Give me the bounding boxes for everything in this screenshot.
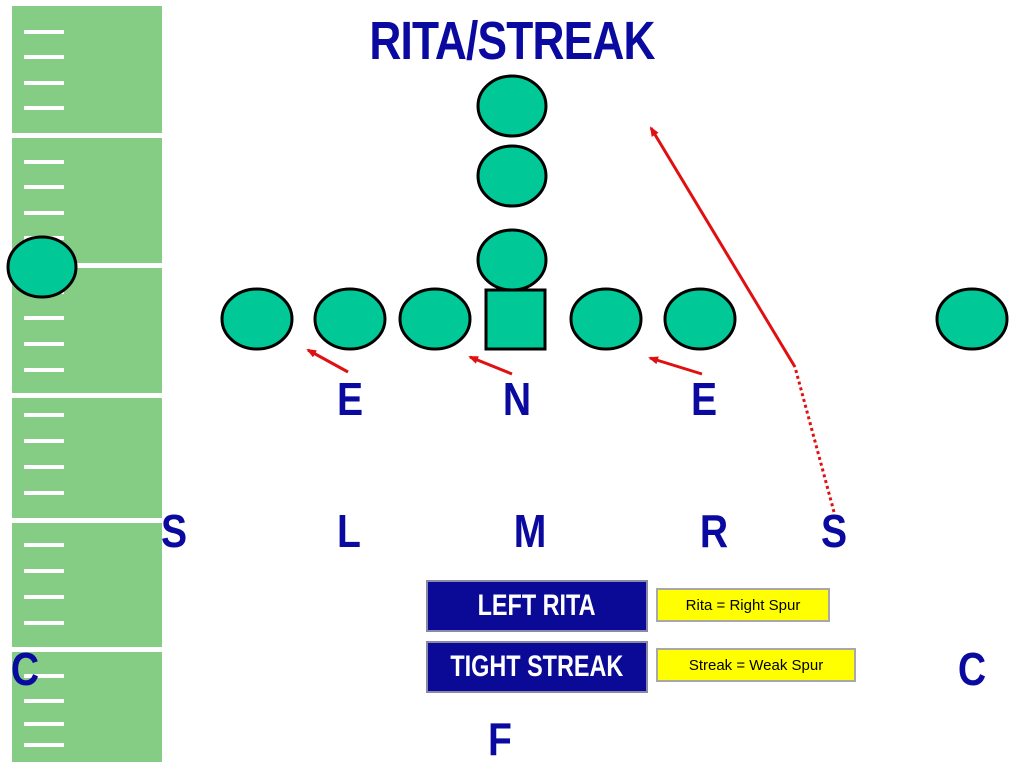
offense-player: [398, 287, 472, 351]
center-player: [484, 288, 547, 351]
offense-player: [663, 287, 737, 351]
defense-right-end: E: [690, 373, 718, 425]
left-end-slant-arrow: [306, 348, 349, 374]
defense-middle-backer: M: [513, 505, 547, 557]
offense-player: [935, 287, 1009, 351]
defense-right-corner: C: [957, 643, 987, 695]
defense-nose: N: [502, 373, 532, 425]
defense-left-backer: L: [337, 505, 361, 557]
offense-player: [476, 74, 548, 138]
defense-right-spur: S: [820, 505, 848, 557]
offense-player: [220, 287, 294, 351]
defense-left-corner: C: [10, 643, 40, 695]
page-title: RITA/STREAK: [369, 11, 655, 71]
offense-player: [6, 235, 78, 299]
offense-player: [476, 228, 548, 292]
right-end-slant-arrow: [648, 356, 703, 376]
field-segment: [12, 523, 162, 647]
offense: [6, 74, 1009, 351]
defense-movements: [306, 126, 836, 513]
call-label: TIGHT STREAK: [450, 650, 624, 683]
hash-marks: [24, 30, 64, 747]
defense-left-end: E: [336, 373, 364, 425]
call-box-tight-streak: TIGHT STREAK: [426, 641, 648, 693]
spur-blitz-arrow: [649, 126, 797, 368]
offense-player: [313, 287, 387, 351]
note-box-streak: Streak = Weak Spur: [656, 648, 856, 682]
spur-blitz-path-dotted: [793, 366, 836, 513]
call-label: LEFT RITA: [478, 589, 596, 622]
defense-right-backer: R: [699, 505, 729, 557]
offense-player: [476, 144, 548, 208]
defense-free-safety: F: [488, 713, 512, 765]
field-segment: [12, 6, 162, 133]
nose-slant-arrow: [468, 355, 513, 376]
offense-player: [569, 287, 643, 351]
field-strip: [12, 6, 162, 762]
defense-left-spur: S: [160, 505, 188, 557]
note-box-rita: Rita = Right Spur: [656, 588, 830, 622]
call-box-left-rita: LEFT RITA: [426, 580, 648, 632]
field-segment: [12, 398, 162, 518]
